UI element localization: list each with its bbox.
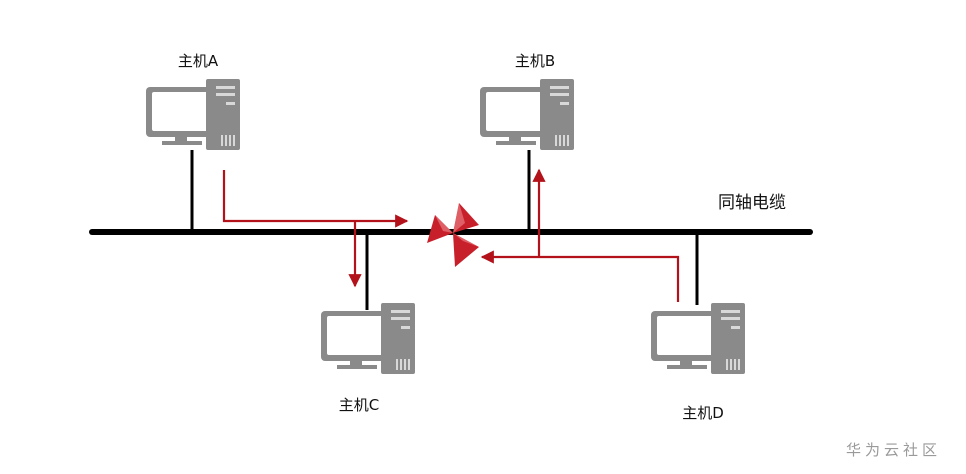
collision-icon	[427, 203, 479, 267]
host-a-label: 主机A	[178, 52, 219, 70]
signal-arrow-d	[480, 250, 680, 302]
signal-arrow-a	[222, 170, 409, 228]
desktop-computer-icon	[651, 303, 745, 374]
host-d: 主机D	[651, 303, 745, 422]
drop-lines	[190, 150, 699, 310]
host-c-label: 主机C	[339, 396, 379, 414]
host-b: 主机B	[480, 52, 574, 150]
desktop-computer-icon	[146, 79, 240, 150]
signal-arrows	[222, 168, 680, 302]
host-c: 主机C	[321, 303, 415, 414]
cable-label: 同轴电缆	[718, 193, 786, 213]
desktop-computer-icon	[321, 303, 415, 374]
watermark: 华为云社区	[846, 441, 941, 459]
host-a: 主机A	[146, 52, 240, 150]
host-b-label: 主机B	[515, 52, 555, 70]
desktop-computer-icon	[480, 79, 574, 150]
host-d-label: 主机D	[682, 404, 724, 422]
